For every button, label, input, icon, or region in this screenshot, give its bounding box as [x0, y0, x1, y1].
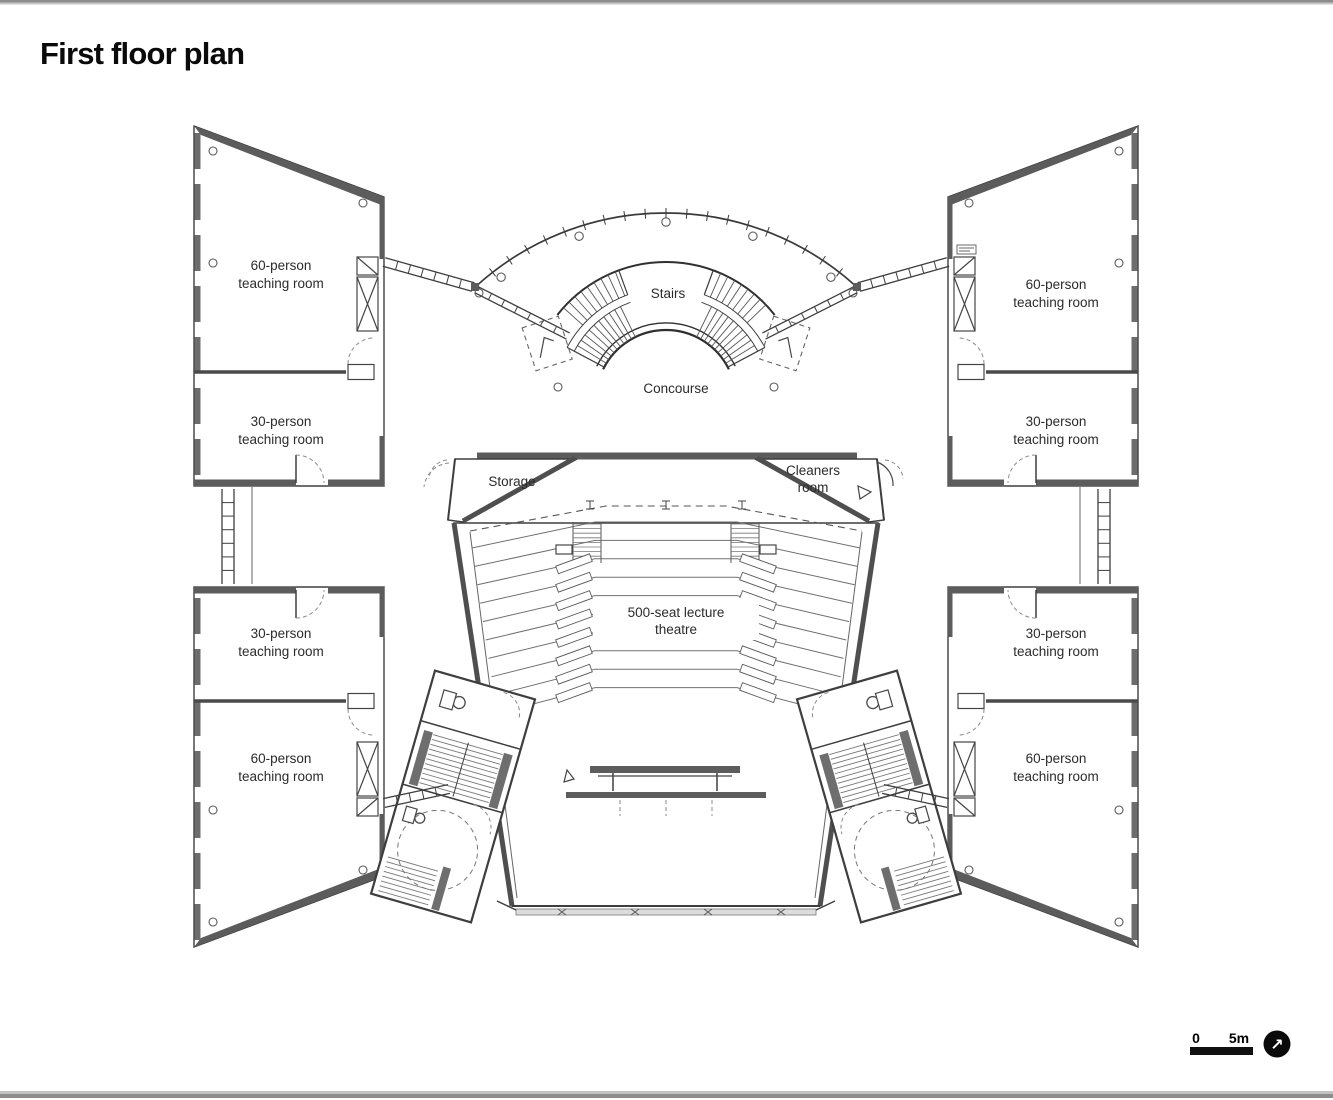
room-label: teaching room: [1013, 769, 1099, 784]
top-edge: [0, 0, 1333, 5]
room-label: 60-person: [1026, 751, 1087, 766]
room-label: 30-person: [251, 414, 312, 429]
stair-core-left: [369, 669, 537, 924]
lecture-theatre-label: 500-seat lecture: [628, 605, 725, 620]
aisle-steps: [572, 500, 760, 563]
room-label: 30-person: [251, 626, 312, 641]
room-label: teaching room: [1013, 432, 1099, 447]
glazed-links: [221, 257, 1111, 809]
seating-rows: [471, 521, 861, 715]
room-label: teaching room: [238, 644, 324, 659]
room-label: 30-person: [1026, 626, 1087, 641]
cleaners-room-label: room: [798, 480, 829, 495]
room-label: 30-person: [1026, 414, 1087, 429]
north-arrow-button[interactable]: ↗: [1263, 1030, 1291, 1058]
glazing-nodes: [471, 283, 861, 392]
wing-bottom-left: [194, 587, 385, 947]
room-label: teaching room: [1013, 295, 1099, 310]
wing-top-left: [193, 124, 385, 487]
room-label: 60-person: [1026, 277, 1087, 292]
riser-box: [956, 244, 977, 255]
aisle-doors: [555, 544, 777, 555]
stage: [563, 766, 766, 816]
stair-void-boxes: [521, 315, 811, 372]
scale-label-start: 0: [1192, 1030, 1200, 1046]
fan-staircase: [556, 261, 776, 370]
south-glazing: [496, 900, 836, 916]
room-label: teaching room: [1013, 644, 1099, 659]
cleaners-room-label: Cleaners: [786, 463, 840, 478]
storage-label: Storage: [488, 474, 535, 489]
link-corridors: [251, 487, 1081, 584]
bottom-edge: [0, 1091, 1333, 1098]
room-label: teaching room: [238, 769, 324, 784]
page-title: First floor plan: [40, 36, 245, 71]
room-label: 60-person: [251, 258, 312, 273]
lecture-theatre-label: theatre: [655, 622, 697, 637]
scale-label-end: 5m: [1229, 1030, 1249, 1046]
wing-bottom-right: [948, 587, 1139, 947]
room-label: 60-person: [251, 751, 312, 766]
scale-bar: 0 5m: [1190, 1030, 1253, 1055]
label-clearing: [593, 598, 759, 640]
glazing-ticks: [557, 908, 786, 916]
room-label: teaching room: [238, 276, 324, 291]
room-labels: 60-person teaching room 30-person teachi…: [238, 258, 1099, 784]
concourse-label: Concourse: [643, 381, 708, 396]
north-arrow-icon: ↗: [1270, 1035, 1283, 1054]
room-label: teaching room: [238, 432, 324, 447]
concourse-glazing: [472, 208, 860, 290]
stairs-label: Stairs: [651, 286, 686, 301]
